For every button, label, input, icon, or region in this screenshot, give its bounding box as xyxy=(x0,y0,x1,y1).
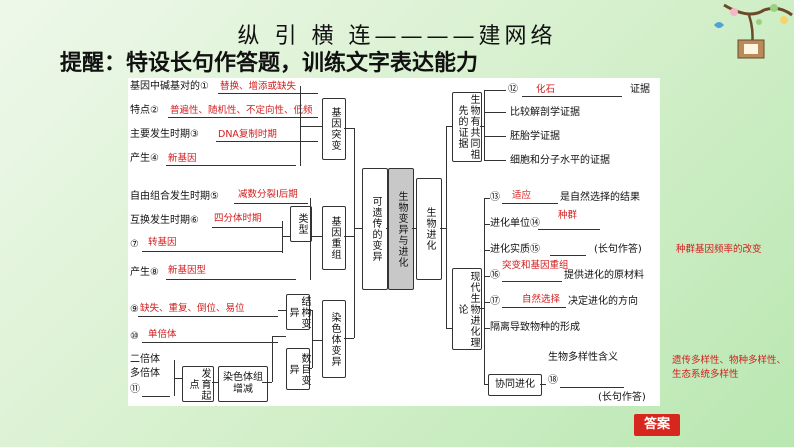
chrom-q9: ⑨ xyxy=(130,304,139,316)
mutation-q3: 主要发生时期③ xyxy=(130,129,199,141)
mutation-a3: DNA复制时期 xyxy=(218,129,277,141)
mutation-a2: 普遍性、随机性、不定向性、低频 xyxy=(170,105,313,117)
page-subtitle: 提醒：特设长句作答题，训练文字表达能力 xyxy=(60,45,478,77)
chrom-a9: 缺失、重复、倒位、易位 xyxy=(140,303,245,315)
chrom-q11a: 二倍体 xyxy=(130,354,160,366)
theory-a13: 适应 xyxy=(512,190,531,202)
evidence-t12: 证据 xyxy=(630,84,650,96)
box-chromosome-increase: 染色体组增减 xyxy=(218,366,268,402)
box-type: 类型 xyxy=(290,206,312,242)
evidence-a12: 化石 xyxy=(536,84,555,96)
theory-isolation: 隔离导致物种的形成 xyxy=(490,322,580,334)
box-gene-recombination: 基因重组 xyxy=(322,206,346,270)
mutation-a1: 替换、增添或缺失 xyxy=(220,81,296,93)
box-gene-mutation: 基因突变 xyxy=(322,98,346,160)
theory-t16: 提供进化的原材料 xyxy=(564,270,644,282)
coevo-q18: ⑱ xyxy=(548,375,558,387)
theory-a16: 突变和基因重组 xyxy=(502,260,569,272)
recomb-a8: 新基因型 xyxy=(168,265,206,277)
theory-q15: 进化实质⑮ xyxy=(490,244,540,256)
theory-t17: 决定进化的方向 xyxy=(568,296,638,308)
recomb-a6: 四分体时期 xyxy=(214,213,262,225)
theory-t13: 是自然选择的结果 xyxy=(560,192,640,204)
box-modern-evolution-theory: 现代生物进化理论 xyxy=(452,268,482,350)
coevo-a18-line2: 生态系统多样性 xyxy=(672,369,739,381)
concept-map: 基因中碱基对的① 替换、增添或缺失 特点② 普遍性、随机性、不定向性、低频 主要… xyxy=(128,78,660,406)
evidence-q12: ⑫ xyxy=(508,84,518,96)
theory-q16: ⑯ xyxy=(490,270,500,282)
recomb-a5: 减数分裂Ⅰ后期 xyxy=(238,189,298,201)
answer-button[interactable]: 答案 xyxy=(634,414,680,436)
box-common-ancestor-evidence: 生物有共同祖先的证据 xyxy=(452,92,482,162)
box-coevolution: 协同进化 xyxy=(488,374,542,396)
box-structural-variation: 结构变异 xyxy=(286,294,310,330)
coevo-t18: (长句作答) xyxy=(598,392,646,404)
coevo-diversity: 生物多样性含义 xyxy=(548,352,618,364)
theory-q13: ⑬ xyxy=(490,192,500,204)
box-number-variation: 数目变异 xyxy=(286,348,310,390)
theory-q14: 进化单位⑭ xyxy=(490,218,540,230)
evidence-embryology: 胚胎学证据 xyxy=(510,131,560,143)
theory-t15: (长句作答) xyxy=(594,244,642,256)
coevo-a18-line1: 遗传多样性、物种多样性、 xyxy=(672,355,786,367)
mutation-q2: 特点② xyxy=(130,105,159,117)
recomb-q8: 产生⑧ xyxy=(130,267,159,279)
box-development-origin: 发育起点 xyxy=(182,366,214,402)
chrom-q11c: ⑪ xyxy=(130,384,140,396)
chrom-q10: ⑩ xyxy=(130,331,139,343)
theory-a14: 种群 xyxy=(558,210,577,222)
recomb-q5: 自由组合发生时期⑤ xyxy=(130,191,219,203)
theory-a17: 自然选择 xyxy=(522,294,560,306)
mutation-a4: 新基因 xyxy=(168,153,197,165)
mutation-q4: 产生④ xyxy=(130,153,159,165)
evidence-anatomy: 比较解剖学证据 xyxy=(510,107,580,119)
box-chromosome-variation: 染色体变异 xyxy=(322,300,346,378)
recomb-q7: ⑦ xyxy=(130,239,139,251)
chrom-a10: 单倍体 xyxy=(148,329,177,341)
box-heritable-variation: 可遗传的变异 xyxy=(362,168,388,290)
theory-a15: 种群基因频率的改变 xyxy=(676,244,762,256)
recomb-a7: 转基因 xyxy=(148,237,177,249)
box-biological-evolution: 生物进化 xyxy=(416,178,442,280)
box-variation-evolution: 生物变异与进化 xyxy=(388,168,414,290)
evidence-molecular: 细胞和分子水平的证据 xyxy=(510,155,610,167)
recomb-q6: 互换发生时期⑥ xyxy=(130,215,199,227)
chrom-q11b: 多倍体 xyxy=(130,368,160,380)
mutation-q1: 基因中碱基对的① xyxy=(130,81,209,93)
theory-q17: ⑰ xyxy=(490,296,500,308)
